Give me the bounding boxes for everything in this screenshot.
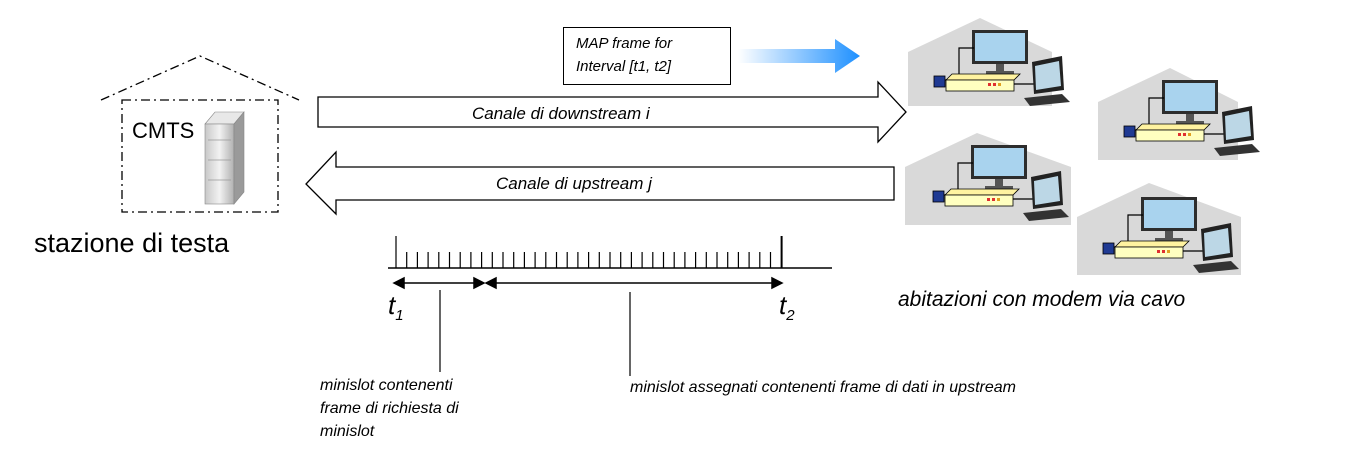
t2-letter: t xyxy=(779,290,787,320)
home-house-3 xyxy=(905,133,1071,225)
t1-letter: t xyxy=(388,290,396,320)
assigned-minislot-label: minislot assegnati contenenti frame di d… xyxy=(630,379,1016,396)
request-minislot-label: minislot contenenti frame di richiesta d… xyxy=(320,374,459,443)
downstream-channel-arrow xyxy=(317,80,907,144)
t2-label: t2 xyxy=(779,290,795,324)
upstream-channel-label: Canale di upstream j xyxy=(496,174,652,193)
request-label-line3: minislot xyxy=(320,423,375,440)
map-frame-line1: MAP frame for xyxy=(576,35,673,52)
home-house-1 xyxy=(908,18,1071,107)
t2-subscript: 2 xyxy=(786,307,795,325)
t1-subscript: 1 xyxy=(395,307,404,325)
request-interval-arrow xyxy=(392,276,486,290)
request-label-line1: minislot contenenti xyxy=(320,377,453,394)
upstream-channel-arrow xyxy=(305,150,895,216)
map-frame-line2: Interval [t1, t2] xyxy=(576,58,672,75)
map-frame-box: MAP frame for Interval [t1, t2] xyxy=(563,27,731,85)
cmts-label: CMTS xyxy=(132,118,195,143)
station-label: stazione di testa xyxy=(34,228,230,258)
cmts-server-icon xyxy=(204,111,245,205)
t1-label: t1 xyxy=(388,290,404,324)
home-house-2 xyxy=(1098,68,1261,160)
headend-house xyxy=(100,55,300,213)
map-frame-arrow xyxy=(738,39,860,73)
home-house-4 xyxy=(1077,183,1241,275)
downstream-channel-label: Canale di downstream i xyxy=(472,104,650,123)
assigned-interval-arrow xyxy=(484,276,784,290)
minislot-ticks xyxy=(395,236,783,268)
request-label-line2: frame di richiesta di xyxy=(320,400,459,417)
homes-label: abitazioni con modem via cavo xyxy=(898,288,1186,311)
